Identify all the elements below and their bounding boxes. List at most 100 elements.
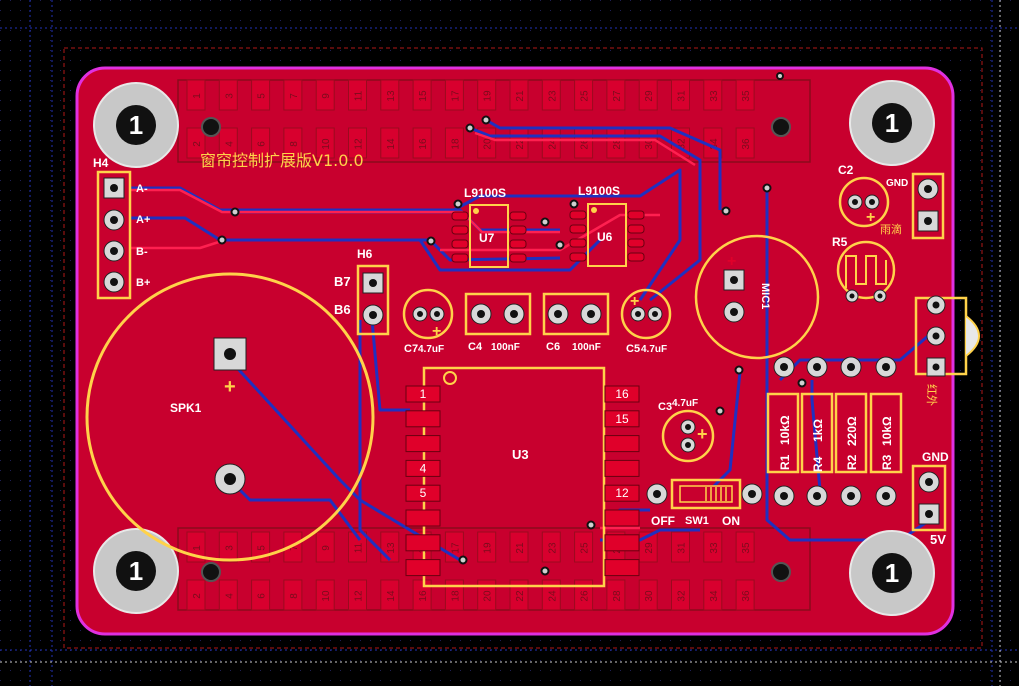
header-pad — [251, 127, 271, 159]
header-pad — [509, 79, 529, 111]
header-pad — [315, 127, 335, 159]
svg-text:1kΩ: 1kΩ — [811, 419, 825, 442]
header-pad — [412, 579, 432, 611]
svg-text:+: + — [630, 293, 639, 310]
header-pin-number: 31 — [677, 90, 688, 102]
svg-text:SW1: SW1 — [685, 515, 709, 527]
svg-text:R2: R2 — [845, 454, 859, 470]
header-pin-number: 25 — [580, 542, 591, 554]
svg-text:220Ω: 220Ω — [845, 416, 859, 446]
svg-text:R5: R5 — [832, 235, 848, 249]
header-pad — [251, 579, 271, 611]
svg-text:GND: GND — [922, 450, 949, 464]
header-pad — [541, 79, 561, 111]
header-pin-number: 12 — [354, 590, 365, 602]
header-pin-number: 2 — [192, 593, 203, 599]
cap-c5: + C5 4.7uF — [620, 288, 672, 355]
header-pin-number: 19 — [483, 90, 494, 102]
svg-text:MIC1: MIC1 — [759, 283, 771, 309]
svg-text:A-: A- — [136, 183, 148, 195]
svg-text:R3: R3 — [880, 454, 894, 470]
header-pin-number: 16 — [418, 138, 429, 150]
header-pad — [735, 579, 755, 611]
header-pad — [283, 127, 303, 159]
svg-text:U6: U6 — [597, 230, 613, 244]
header-pin-number: 22 — [515, 590, 526, 602]
header-pad — [477, 79, 497, 111]
resistor-r4: R4 1kΩ — [800, 356, 834, 507]
mounting-hole-bottom-left: 1 — [93, 528, 179, 614]
svg-text:L9100S: L9100S — [578, 184, 620, 198]
header-pin-number: 10 — [321, 138, 332, 150]
header-pin-number: 28 — [612, 590, 623, 602]
header-pin-number: 1 — [192, 545, 203, 551]
header-pad — [574, 79, 594, 111]
header-pad — [477, 579, 497, 611]
header-pin-number: 30 — [644, 590, 655, 602]
header-pad — [574, 531, 594, 563]
svg-text:C2: C2 — [838, 163, 854, 177]
u3-pad — [405, 509, 441, 527]
header-pad — [348, 531, 367, 563]
header-pad — [606, 79, 626, 111]
svg-text:10kΩ: 10kΩ — [778, 415, 792, 445]
header-pin-number: 20 — [483, 590, 494, 602]
header-pin-number: 10 — [321, 590, 332, 602]
svg-text:U3: U3 — [512, 447, 529, 462]
u3-pad — [405, 559, 441, 577]
header-pin-number: 34 — [709, 138, 720, 150]
header-pad — [380, 579, 400, 611]
svg-text:C4: C4 — [468, 341, 483, 353]
svg-text:4.7uF: 4.7uF — [672, 398, 698, 409]
svg-text:雨滴: 雨滴 — [880, 222, 902, 236]
connector-h4: H4 A- A+ B- B+ — [93, 156, 150, 300]
header-pin-number: 8 — [289, 593, 300, 599]
header-pad — [444, 127, 464, 159]
header-pad — [541, 579, 561, 611]
header-pin-number: 12 — [354, 138, 365, 150]
u3-pad — [405, 484, 441, 502]
svg-text:1: 1 — [129, 556, 143, 586]
header-pad — [218, 127, 238, 159]
header-pin-number: 18 — [450, 138, 461, 150]
header-pad — [283, 79, 303, 111]
ic-u6: L9100S U6 — [569, 184, 645, 267]
u3-pad — [604, 385, 640, 403]
header-pad — [541, 531, 561, 563]
u3-pin-number: 1 — [420, 387, 427, 401]
header-pin-number: 36 — [741, 138, 752, 150]
header-pin-number: 30 — [644, 138, 655, 150]
header-pad — [671, 531, 690, 563]
u3-pad — [405, 410, 441, 428]
speaker-spk1: + SPK1 — [85, 272, 375, 562]
resistor-r2: R2 220Ω — [834, 356, 868, 507]
svg-text:100nF: 100nF — [572, 342, 601, 353]
header-pad — [703, 579, 723, 611]
header-pad — [412, 127, 432, 159]
header-pad — [574, 579, 594, 611]
mounting-hole-top-right: 1 — [849, 80, 935, 166]
svg-text:OFF: OFF — [651, 514, 675, 528]
svg-text:H6: H6 — [357, 247, 373, 261]
header-pin-number: 25 — [580, 90, 591, 102]
cap-c4: C4 100nF — [464, 292, 532, 353]
header-pad — [186, 127, 206, 159]
svg-text:C7: C7 — [404, 343, 418, 355]
header-pad — [380, 127, 400, 159]
header-pin-number: 29 — [644, 542, 655, 554]
cap-c3: C3 4.7uF + — [658, 398, 715, 463]
svg-text:5V: 5V — [930, 532, 946, 547]
svg-text:A+: A+ — [136, 214, 150, 226]
svg-text:10kΩ: 10kΩ — [880, 416, 894, 446]
u3-pin-number: 15 — [615, 412, 629, 426]
header-pad — [703, 531, 723, 563]
header-pin-number: 28 — [612, 138, 623, 150]
svg-text:R4: R4 — [811, 456, 825, 472]
u3-pad — [405, 385, 441, 403]
cap-c7: + C7 4.7uF — [402, 288, 454, 355]
header-pin-number: 19 — [483, 542, 494, 554]
u3-pad — [604, 484, 640, 502]
